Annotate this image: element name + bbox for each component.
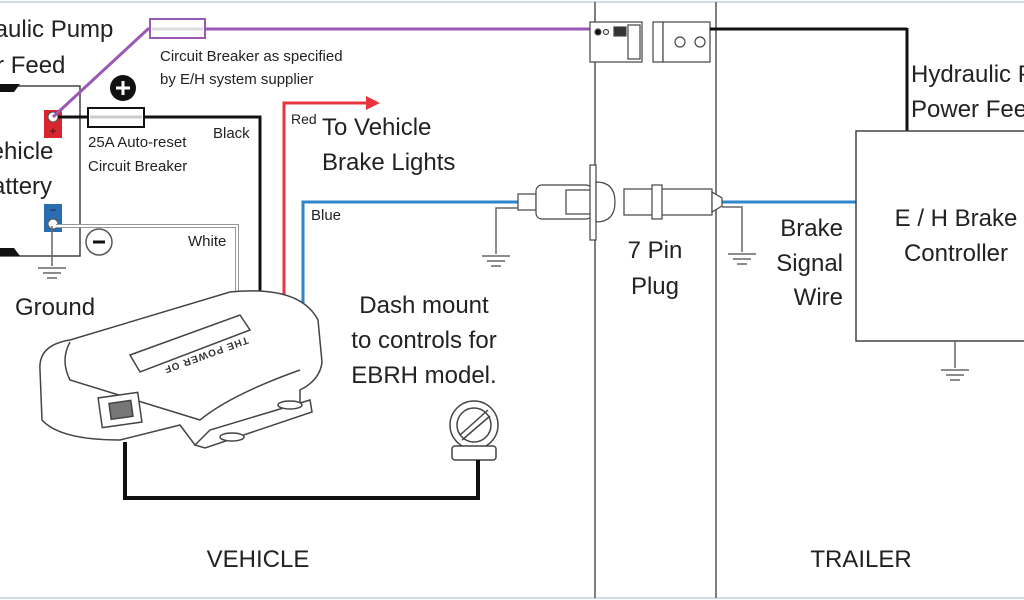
pump-feed-left-line2: Power Feed [0, 52, 65, 79]
ground-icon [482, 207, 518, 267]
blue-wire-label: Blue [311, 207, 341, 224]
svg-text:+: + [49, 124, 56, 138]
controller-line2: Controller [904, 240, 1008, 267]
white-wire [56, 224, 239, 296]
seven-pin-socket [517, 164, 616, 241]
pump-feed-left-line1: Hydraulic Pump [0, 16, 113, 43]
black-wire-label: Black [213, 125, 250, 142]
brake-signal-line1: Brake [780, 215, 843, 242]
brake-signal-line2: Signal [776, 250, 843, 277]
white-wire-label: White [188, 233, 226, 250]
seven-pin-line2: Plug [631, 273, 679, 300]
svg-text:−: − [49, 203, 56, 217]
minus-icon [85, 228, 113, 256]
seven-pin-plug [623, 184, 723, 220]
breaker-spec-line2: by E/H system supplier [160, 71, 313, 88]
control-cable [123, 442, 480, 500]
anderson-connector [589, 21, 711, 63]
controller-line1: E / H Brake [895, 205, 1018, 232]
brake-signal-line3: Wire [794, 284, 843, 311]
brake-lights-line1: To Vehicle [322, 114, 431, 141]
black-wire [58, 107, 262, 300]
arrow-right-icon [366, 96, 380, 110]
seven-pin-line1: 7 Pin [628, 237, 683, 264]
ground-icon [722, 206, 756, 265]
red-wire [282, 96, 380, 306]
battery-label-line1: Vehicle [0, 138, 53, 165]
blue-wire [301, 200, 856, 310]
brake-lights-line2: Brake Lights [322, 149, 455, 176]
pump-feed-right-line2: Power Feed [911, 96, 1024, 123]
pump-feed-right-line1: Hydraulic Pump [911, 61, 1024, 88]
dash-mount-line3: EBRH model. [351, 362, 496, 389]
brake-controller-device [39, 290, 323, 449]
dash-mount-line2: to controls for [351, 327, 496, 354]
dash-control-knob [449, 400, 499, 461]
auto-reset-line1: 25A Auto-reset [88, 134, 187, 151]
red-wire-label: Red [291, 111, 317, 127]
breaker-spec-line1: Circuit Breaker as specified [160, 48, 343, 65]
vehicle-battery: + − [0, 84, 81, 257]
battery-label-line2: Battery [0, 173, 52, 200]
ground-icon [38, 226, 66, 279]
eh-brake-controller [855, 130, 1024, 342]
ground-icon [941, 341, 969, 381]
auto-reset-line2: Circuit Breaker [88, 158, 187, 175]
trailer-section-label: TRAILER [810, 546, 911, 573]
ground-label: Ground [15, 294, 95, 321]
dash-mount-line1: Dash mount [359, 292, 489, 319]
vehicle-section-label: VEHICLE [207, 546, 310, 573]
plus-icon [110, 75, 136, 101]
purple-power-feed-wire [51, 18, 590, 119]
